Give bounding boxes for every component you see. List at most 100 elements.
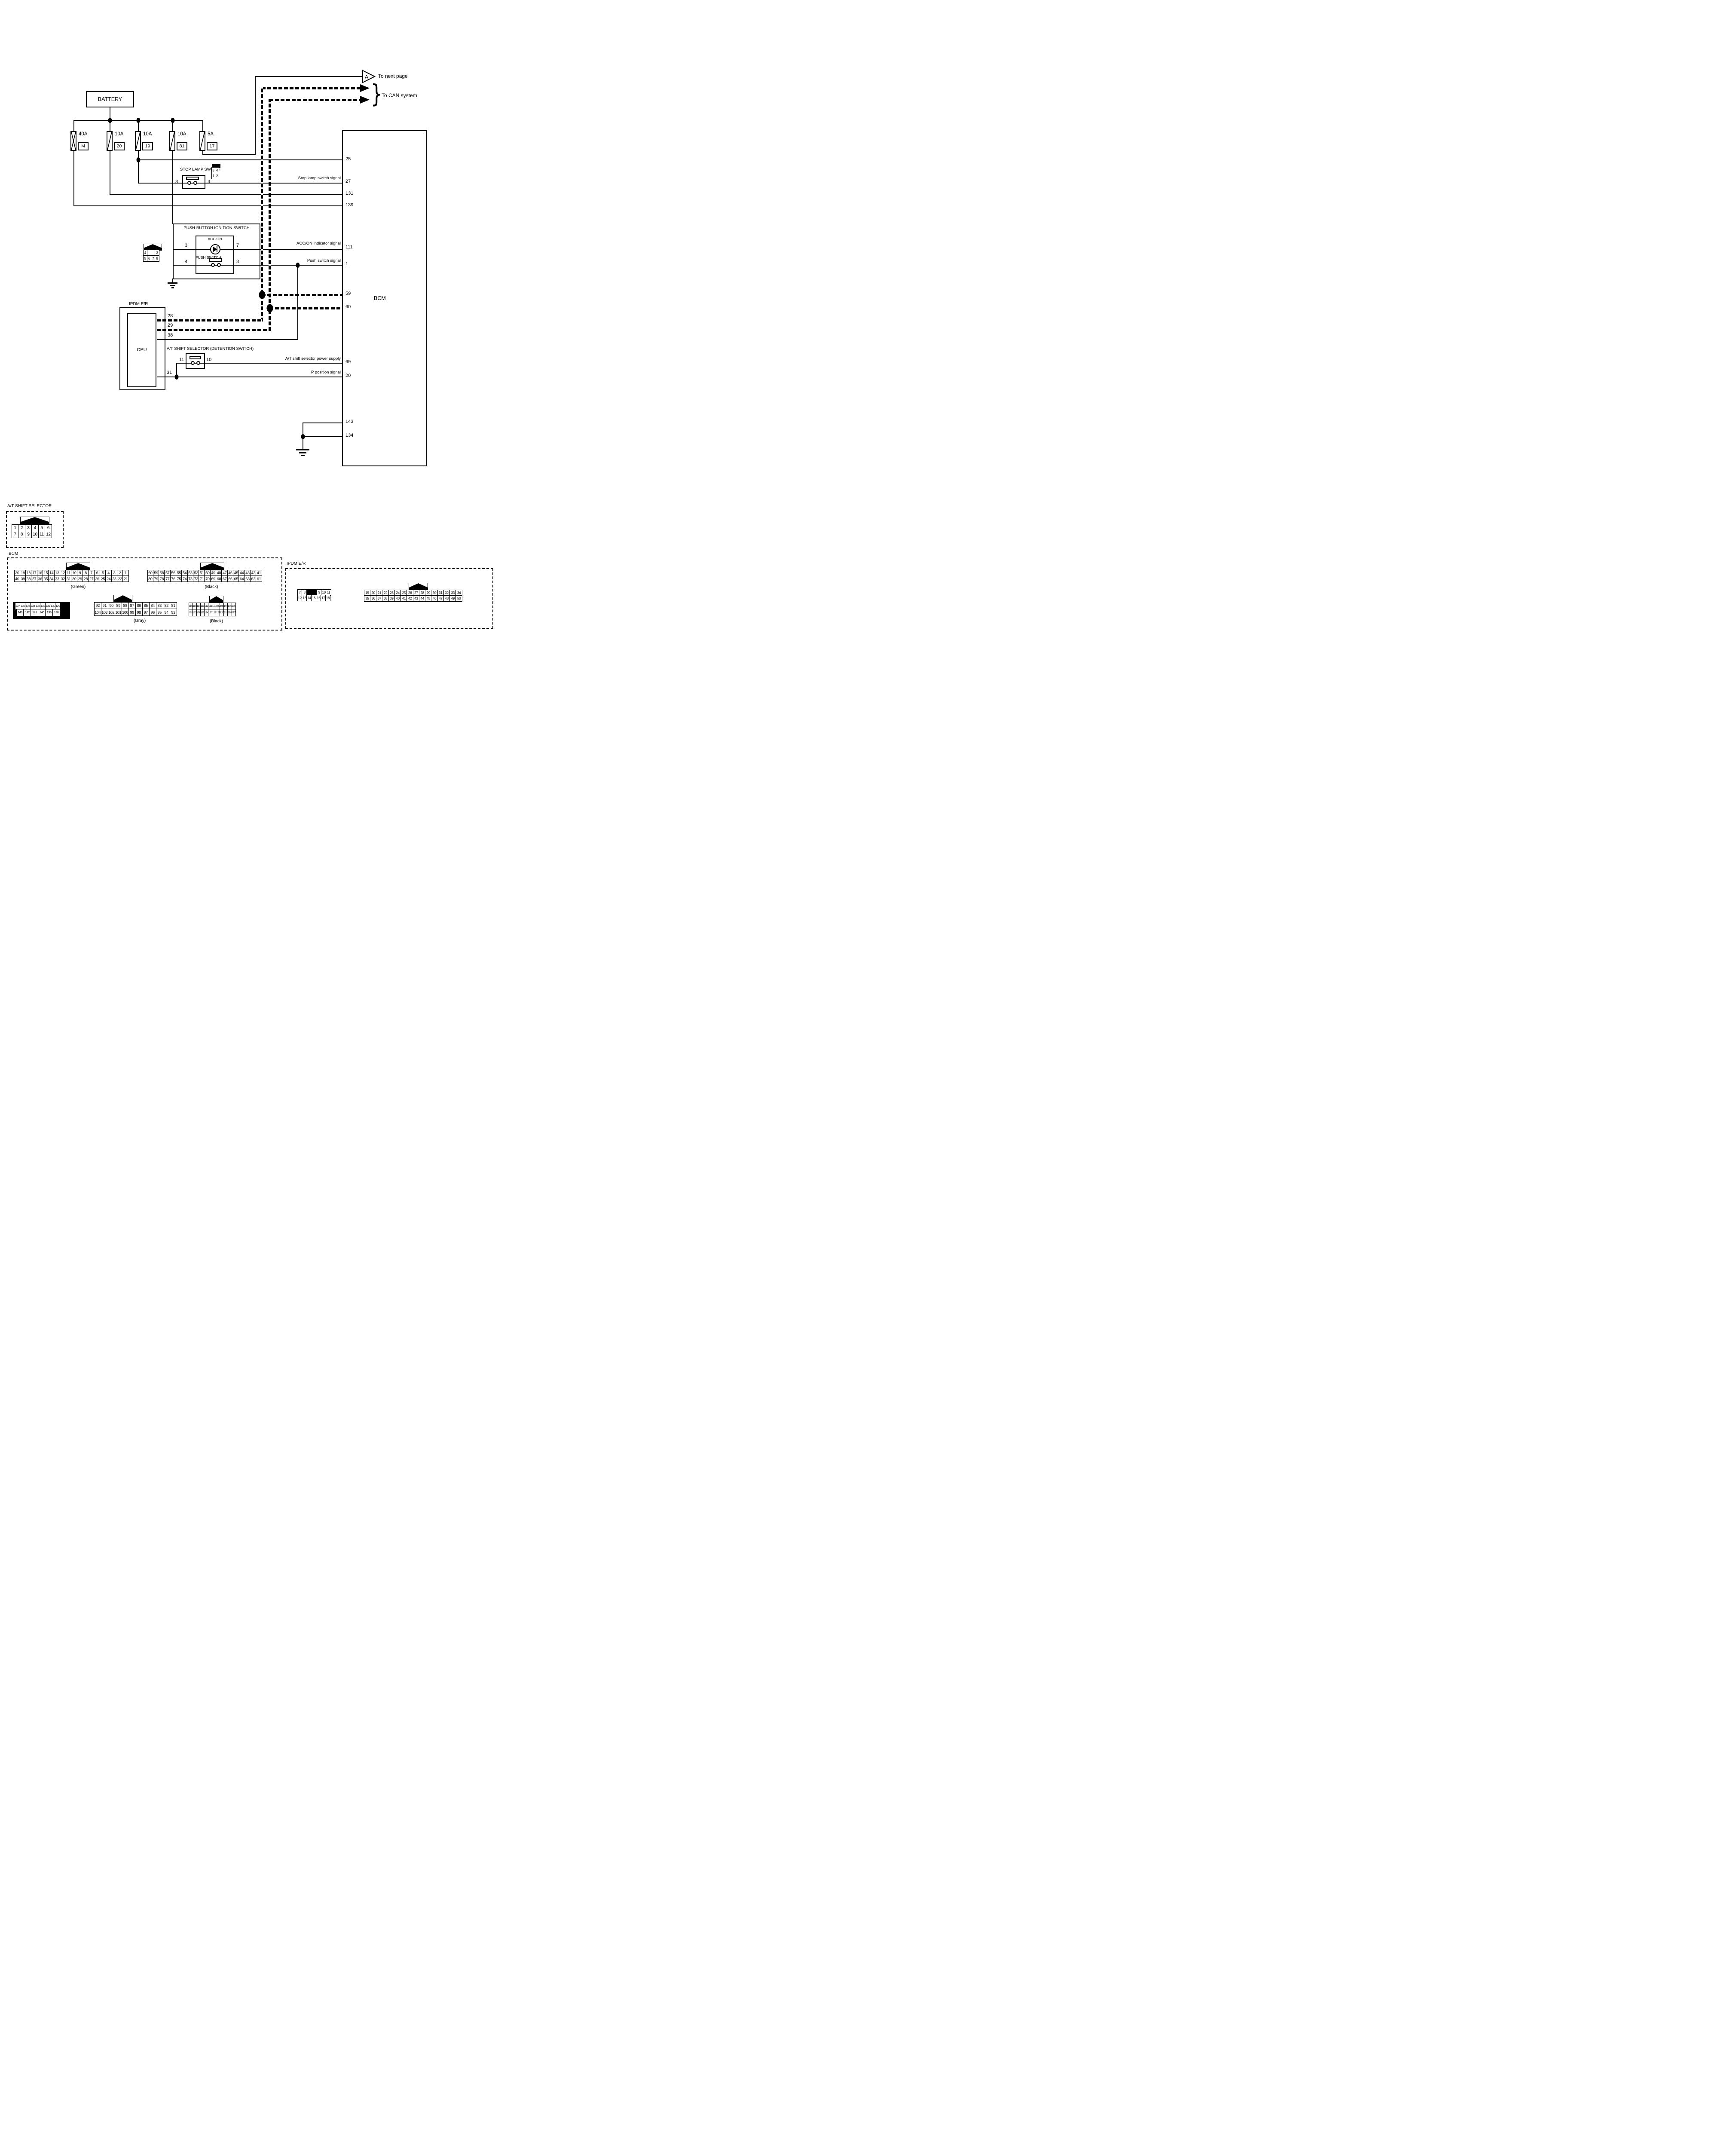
signal-label: Stop lamp switch signal xyxy=(298,176,341,181)
connector-pin-cell: 3 xyxy=(24,524,32,532)
fuse-icon xyxy=(169,131,175,151)
signal-label: Push switch signal xyxy=(307,258,341,263)
can-arrow-icon xyxy=(360,96,370,104)
connector-pin-cell: 84 xyxy=(149,602,156,609)
can-bus-wire xyxy=(261,87,263,321)
switch-contact-point xyxy=(217,263,221,267)
fuse-icon xyxy=(107,131,113,151)
ignition-switch-label: PUSH-BUTTON IGNITION SWITCH xyxy=(183,226,250,230)
connector-pin-cell: 25 xyxy=(99,576,106,582)
junction-dot xyxy=(171,118,175,123)
switch-contact-point xyxy=(187,181,191,185)
connector-pin-cell: 79 xyxy=(153,576,159,582)
connector-pin-cell: 82 xyxy=(162,602,170,609)
wire xyxy=(202,151,203,155)
wire-shift-selector-power xyxy=(176,363,343,364)
switch-contact-point xyxy=(193,181,197,185)
can-bus-wire xyxy=(262,87,362,89)
ipdm-pin-38: 38 xyxy=(168,333,173,338)
push-switch-label: PUSH SWITCH xyxy=(196,255,221,260)
connector-pin-cell: 63 xyxy=(244,576,251,582)
connector-pin-cell: 140 xyxy=(38,609,46,616)
ground-icon xyxy=(170,285,175,286)
battery-label: BATTERY xyxy=(98,96,122,102)
connector-pin-cell: 94 xyxy=(162,609,170,616)
ground-icon xyxy=(301,455,305,456)
connector-pin-cell: 92 xyxy=(94,602,101,609)
ignition-switch-inner-box xyxy=(196,236,234,274)
switch-contact-bar xyxy=(189,356,201,359)
wire-bcm-25 xyxy=(138,159,343,160)
connector-pin-cell: 88 xyxy=(121,602,129,609)
connector-pin-cell: 50 xyxy=(455,595,462,602)
connector-pin-cell: 102 xyxy=(107,609,115,616)
to-can-system-label: To CAN system xyxy=(382,92,417,98)
fuse-rating: 10A xyxy=(177,132,186,137)
ground-icon xyxy=(171,287,174,288)
connector-pin-cell: 12 xyxy=(45,531,52,538)
connector-pin-cell: 143 xyxy=(16,609,24,616)
stop-lamp-switch-box xyxy=(182,175,205,189)
connector-pin-cell: 9 xyxy=(24,531,32,538)
bcm-dashed-box xyxy=(7,557,282,631)
connector-key-icon xyxy=(20,517,49,525)
wire-bcm-131 xyxy=(110,194,343,195)
connector-pin-cell: 98 xyxy=(135,609,143,616)
connector-pin-cell: 95 xyxy=(156,609,163,616)
to-next-page-label: To next page xyxy=(378,73,408,79)
connector-pin-cell: 41 xyxy=(256,569,262,576)
ipdm-pin-31: 31 xyxy=(167,370,172,375)
junction-dot xyxy=(136,157,141,162)
junction-dot xyxy=(136,118,141,123)
wire xyxy=(73,120,74,132)
bcm-pin: 20 xyxy=(345,373,351,378)
wire xyxy=(297,265,298,340)
connector-pin-cell: 96 xyxy=(149,609,156,616)
wire xyxy=(255,76,256,155)
ipdm-pin-29: 29 xyxy=(168,323,173,328)
connector-pin-cell: 36 xyxy=(37,576,43,582)
connector-pin-cell: 101 xyxy=(114,609,122,616)
ignition-switch-outer-box xyxy=(173,223,260,279)
can-arrow-icon xyxy=(360,84,370,92)
can-bus-wire xyxy=(269,99,362,101)
wire xyxy=(176,363,177,377)
brace-icon: } xyxy=(370,79,383,108)
connector-pin-cell: 35 xyxy=(364,595,371,602)
connector-pin-cell: 138 xyxy=(52,609,61,616)
wire-bcm-134 xyxy=(303,436,343,437)
connector-pin-cell: 5 xyxy=(38,524,46,532)
connector-pin-cell: 141 xyxy=(31,609,39,616)
bcm-pin: 59 xyxy=(345,291,351,296)
fuse-id: M xyxy=(78,142,89,150)
connector-pin-cell: 139 xyxy=(45,609,53,616)
ignition-pin-7: 7 xyxy=(236,243,239,248)
connector-pin-cell: 73 xyxy=(187,576,194,582)
junction-dot xyxy=(108,118,112,123)
can-wire-ipdm-29 xyxy=(157,329,270,331)
ipdm-section-title: IPDM E/R xyxy=(287,561,306,566)
fuse-id: 17 xyxy=(207,142,217,150)
wire-ipdm-38 xyxy=(157,339,298,340)
fuse-rating: 5A xyxy=(208,132,214,137)
bcm-pin: 139 xyxy=(345,202,354,208)
wire-stop-lamp-signal xyxy=(138,183,343,184)
cpu-box xyxy=(127,313,156,387)
at-shift-selector-dashed-box xyxy=(6,511,64,548)
junction-dot xyxy=(296,263,300,268)
connector-pin-cell: 26 xyxy=(94,576,101,582)
